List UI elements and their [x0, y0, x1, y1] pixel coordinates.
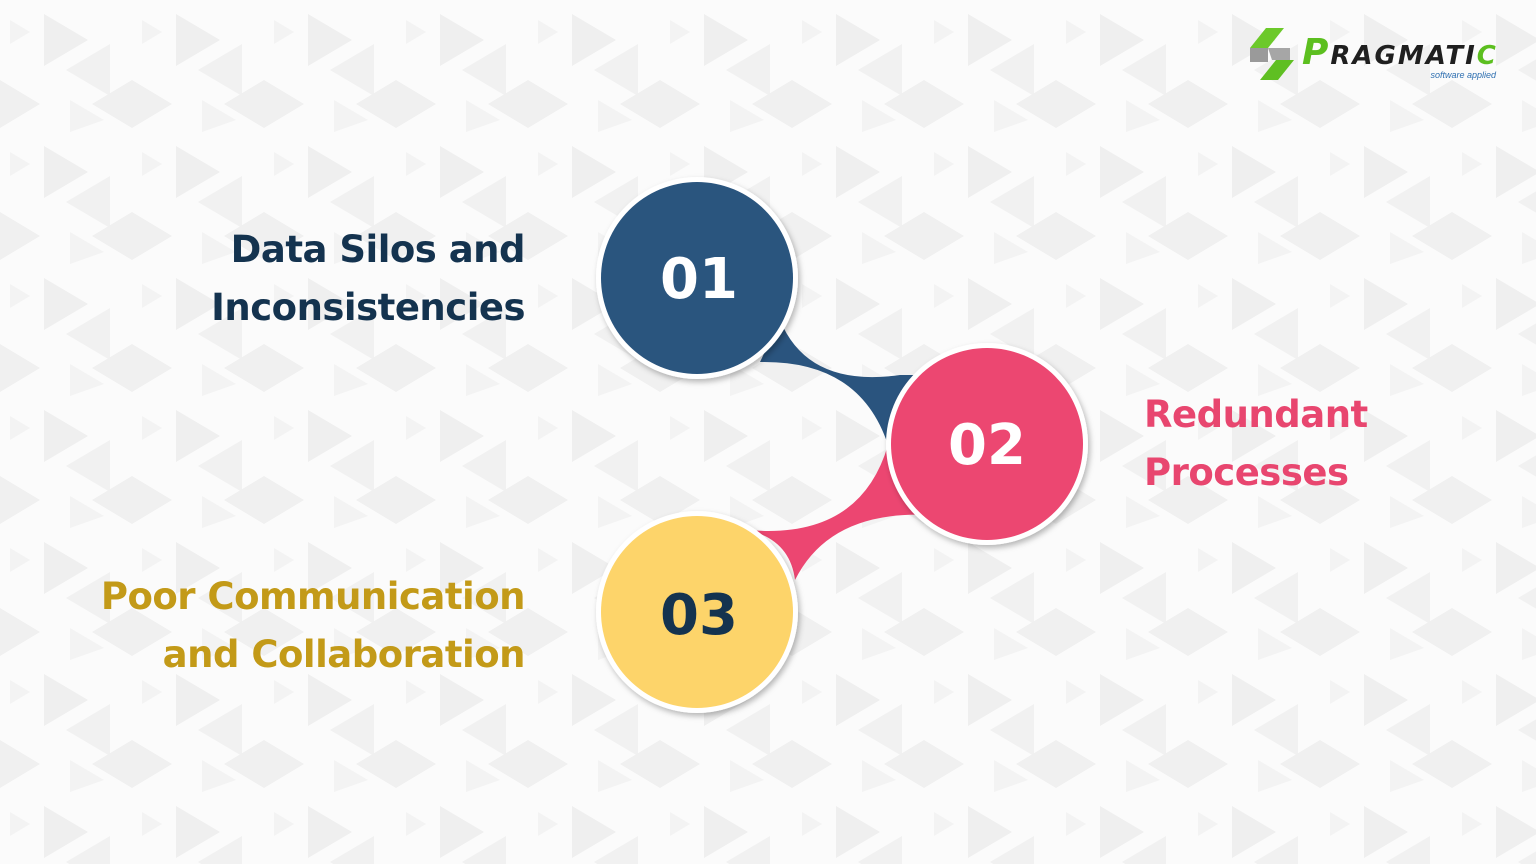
step-01-number: 01: [660, 247, 738, 312]
step-01-title-line-2: Inconsistencies: [211, 286, 525, 329]
step-03-number: 03: [660, 583, 738, 648]
logo-letters-middle: RAGMATI: [1330, 41, 1477, 71]
logo-letter-last: C: [1476, 41, 1498, 71]
step-01-title: Data Silos and Inconsistencies: [211, 221, 525, 337]
pragmatic-logo-icon: [1250, 28, 1294, 80]
step-02-number: 02: [948, 413, 1026, 478]
step-01-title-line-1: Data Silos and: [230, 228, 526, 271]
step-03-title-line-2: and Collaboration: [162, 633, 526, 676]
pragmatic-logo: PRAGMATIC software applied: [1244, 24, 1504, 86]
connector-02-03: [748, 445, 930, 580]
step-01-circle: [596, 177, 798, 379]
step-02-title-line-1: Redundant: [1144, 393, 1368, 436]
step-03-title: Poor Communication and Collaboration: [100, 568, 526, 684]
logo-tagline: software applied: [1430, 70, 1496, 80]
step-02-title-line-2: Processes: [1144, 451, 1349, 494]
step-02-circle: [886, 343, 1088, 545]
logo-letter-first: P: [1302, 32, 1331, 73]
connector-01-02: [760, 320, 930, 445]
step-03-title-line-1: Poor Communication: [100, 575, 526, 618]
logo-wordmark: PRAGMATIC: [1302, 32, 1498, 73]
step-03-circle: [596, 511, 798, 713]
step-02-title: Redundant Processes: [1144, 386, 1368, 502]
